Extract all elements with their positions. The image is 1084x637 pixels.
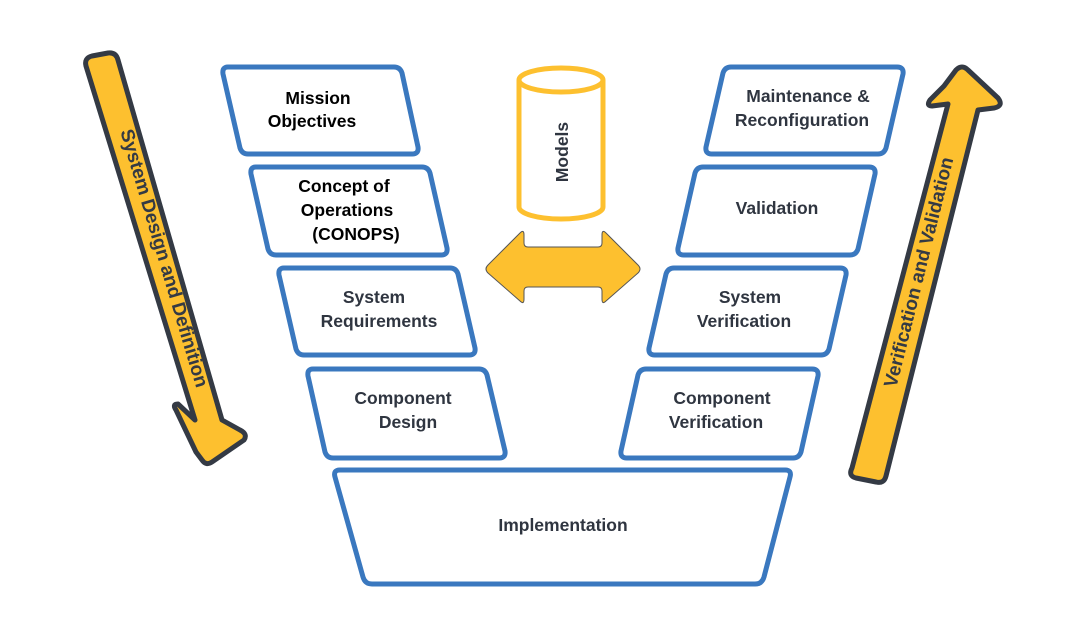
cylinder-icon bbox=[516, 80, 606, 222]
stage-label: Verification bbox=[669, 412, 763, 432]
stage-mission-objectives[interactable]: Mission Objectives bbox=[220, 64, 421, 157]
stage-label: Validation bbox=[736, 198, 819, 218]
stage-component-verification[interactable]: Component Verification bbox=[618, 366, 821, 461]
models-label: Models bbox=[552, 122, 572, 183]
down-arrow-icon bbox=[83, 50, 248, 467]
stage-label: Implementation bbox=[498, 515, 627, 535]
system-design-label: System Design and Definition bbox=[115, 127, 211, 390]
stage-label: (CONOPS) bbox=[312, 224, 400, 244]
stage-label: System bbox=[719, 287, 781, 307]
stage-label: Concept of bbox=[298, 176, 390, 196]
stage-validation[interactable]: Validation bbox=[675, 164, 878, 258]
stage-system-requirements[interactable]: System Requirements bbox=[276, 265, 478, 358]
double-arrow-icon bbox=[485, 230, 641, 304]
stage-implementation[interactable]: Implementation bbox=[332, 467, 793, 587]
stage-component-design[interactable]: Component Design bbox=[305, 366, 508, 461]
stage-label: Component bbox=[673, 388, 770, 408]
stage-label: Verification bbox=[697, 311, 791, 331]
stage-label: Reconfiguration bbox=[735, 110, 869, 130]
models-database[interactable]: Models bbox=[516, 65, 606, 222]
stage-concept-of-operations[interactable]: Concept of Operations (CONOPS) bbox=[248, 164, 450, 258]
stage-label: Design bbox=[379, 412, 437, 432]
stage-label: Operations bbox=[301, 200, 394, 220]
stage-label: System bbox=[343, 287, 405, 307]
system-design-arrow: System Design and Definition bbox=[83, 50, 248, 467]
stage-system-verification[interactable]: System Verification bbox=[646, 265, 849, 358]
stage-label: Mission bbox=[285, 88, 350, 108]
verification-validation-label: Verification and Validation bbox=[881, 155, 959, 390]
stage-label: Requirements bbox=[321, 311, 438, 331]
stage-label: Maintenance & bbox=[746, 86, 870, 106]
stage-label: Objectives bbox=[268, 111, 357, 131]
stage-label: Component bbox=[354, 388, 451, 408]
up-arrow-icon bbox=[848, 64, 1003, 485]
stage-maintenance-reconfiguration[interactable]: Maintenance & Reconfiguration bbox=[703, 64, 906, 157]
